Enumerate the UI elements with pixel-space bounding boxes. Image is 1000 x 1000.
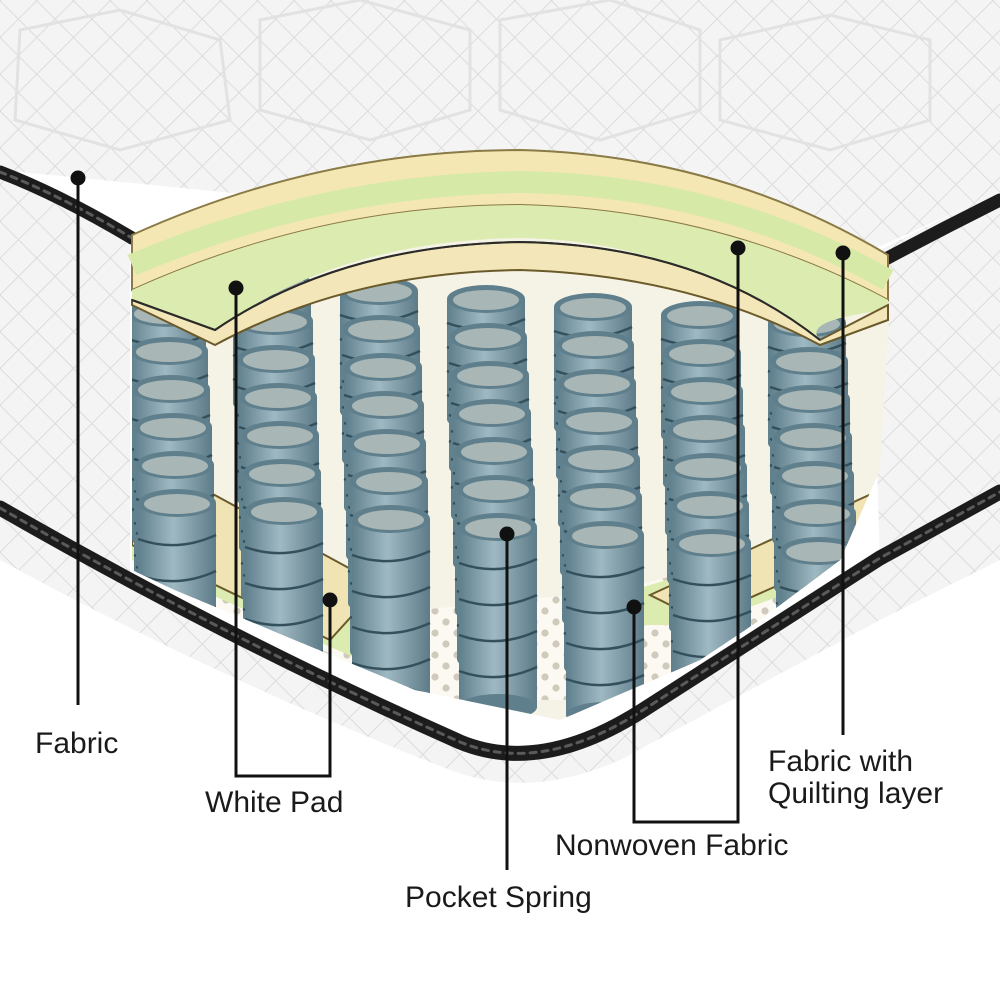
pocket-spring-coil [565, 521, 645, 720]
label-fabric-quilting-layer: Fabric with Quilting layer [768, 746, 943, 810]
piping [0, 165, 1000, 761]
label-nonwoven-fabric: Nonwoven Fabric [555, 829, 789, 862]
label-fabric: Fabric [35, 727, 119, 760]
leader-pocket-spring [499, 526, 515, 870]
label-white-pad: White Pad [205, 786, 344, 819]
label-fabric-quilting-line2: Quilting layer [768, 777, 944, 810]
nonwoven-layer [132, 205, 888, 340]
leader-fabric [70, 170, 86, 705]
leader-lines [70, 170, 851, 870]
pocket-spring-coil [458, 513, 538, 720]
leader-white-pad [228, 280, 338, 778]
mattress-side [0, 170, 1000, 783]
leader-nonwoven [626, 240, 746, 824]
pocket-springs [132, 261, 859, 720]
leader-quilting [835, 245, 851, 735]
pocket-spring-coil [351, 505, 431, 712]
label-fabric-quilting-line1: Fabric with [768, 745, 914, 778]
label-pocket-spring: Pocket Spring [405, 881, 592, 914]
